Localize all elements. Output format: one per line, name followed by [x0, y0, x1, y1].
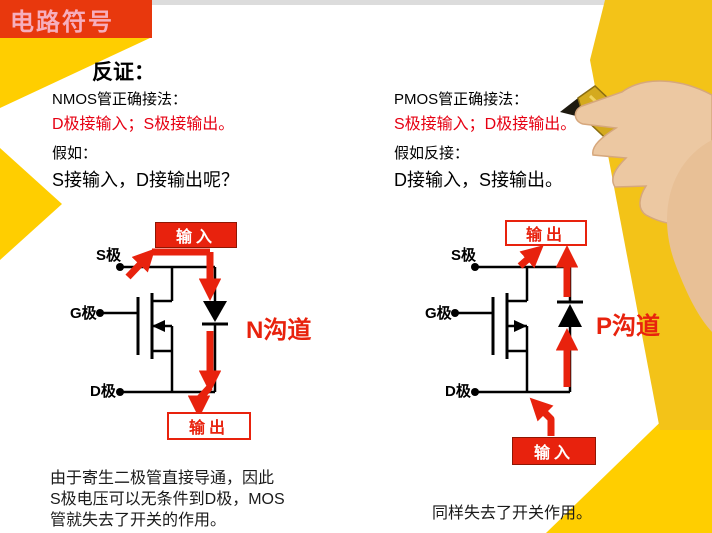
- top-border-strip: [152, 0, 712, 5]
- nmos-note: 由于寄生二极管直接导通，因此 S极电压可以无条件到D极，MOS 管就失去了开关的…: [50, 468, 350, 531]
- pmos-s-terminal-label: S极: [451, 247, 477, 264]
- pmos-hypothesis: D接输入，S接输出。: [394, 170, 564, 190]
- nmos-note-line2: S极电压可以无条件到D极，MOS: [50, 491, 285, 508]
- pmos-input-box: 输入: [512, 437, 596, 465]
- nmos-channel-label: N沟道: [246, 317, 312, 344]
- nmos-hypothesis-label: 假如：: [52, 145, 98, 162]
- pmos-current-arrows: [517, 245, 579, 436]
- pmos-hypothesis-label: 假如反接：: [394, 145, 470, 162]
- nmos-hypothesis: S接输入，D接输出呢？: [52, 170, 240, 190]
- pmos-correct-line: S极接输入；D极接输出。: [394, 116, 577, 133]
- nmos-g-terminal-label: G极: [70, 305, 97, 322]
- pmos-g-terminal-label: G极: [425, 305, 452, 322]
- pmos-note: 同样失去了开关作用。: [432, 505, 593, 522]
- nmos-circuit: [96, 263, 228, 396]
- nmos-output-box: 输出: [167, 412, 251, 440]
- nmos-d-terminal-label: D极: [90, 383, 116, 400]
- page-title-text: 电路符号: [10, 9, 114, 36]
- yellow-triangle-left: [0, 148, 62, 260]
- pmos-output-box: 输出: [505, 220, 587, 246]
- nmos-heading: NMOS管正确接法：: [52, 91, 188, 108]
- nmos-note-line1: 由于寄生二极管直接导通，因此: [50, 470, 275, 487]
- nmos-current-arrows: [125, 248, 222, 418]
- nmos-mosfet-symbol: [100, 267, 174, 392]
- hand-holding-pen-photo: [560, 0, 712, 430]
- pmos-channel-label: P沟道: [596, 313, 661, 340]
- nmos-body-diode: [202, 301, 228, 326]
- pmos-d-terminal-label: D极: [445, 383, 471, 400]
- nmos-note-line3: 管就失去了开关的作用。: [50, 512, 227, 529]
- pmos-heading: PMOS管正确接法：: [394, 91, 529, 108]
- hand: [574, 80, 712, 332]
- pen: [560, 85, 712, 240]
- pmos-circuit: [451, 263, 583, 396]
- pmos-mosfet-symbol: [455, 267, 529, 392]
- pmos-body-diode: [557, 300, 583, 327]
- section-title: 反证：: [92, 61, 155, 84]
- nmos-input-box: 输入: [155, 222, 237, 248]
- page-title: 电路符号: [0, 0, 152, 38]
- nmos-correct-line: D极接输入；S极接输出。: [52, 116, 235, 133]
- yellow-backdrop: [590, 0, 712, 430]
- nmos-s-terminal-label: S极: [96, 247, 122, 264]
